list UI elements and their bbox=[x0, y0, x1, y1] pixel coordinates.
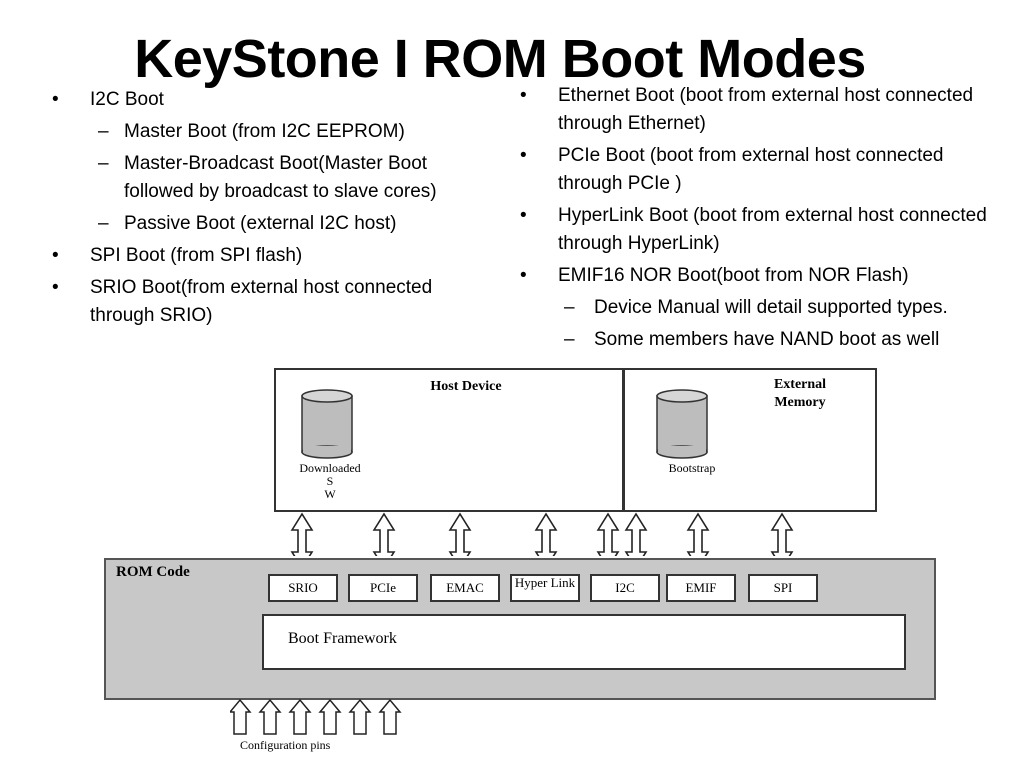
sub-bullet-passive-boot: Passive Boot (external I2C host) bbox=[52, 210, 492, 238]
host-device-label: Host Device bbox=[430, 379, 502, 394]
srio-arrow-icon bbox=[291, 513, 313, 556]
bullet-srio-boot: SRIO Boot(from external host connected t… bbox=[52, 274, 492, 330]
bullet-hyperlink-boot: HyperLink Boot (boot from external host … bbox=[520, 202, 1010, 258]
iface-emac: EMAC bbox=[430, 574, 500, 602]
configuration-pin-arrows bbox=[230, 698, 402, 735]
boot-framework-box: Boot Framework bbox=[262, 614, 906, 670]
configuration-pins-label: Configuration pins bbox=[240, 738, 331, 752]
boot-framework-label: Boot Framework bbox=[288, 630, 397, 647]
bullet-i2c-boot: I2C Boot bbox=[52, 86, 492, 114]
right-bullet-list: Ethernet Boot (boot from external host c… bbox=[520, 82, 1010, 358]
slide-title: KeyStone I ROM Boot Modes bbox=[134, 29, 866, 89]
external-memory-label: External Memory bbox=[745, 376, 855, 412]
sub-bullet-nand-boot: Some members have NAND boot as well bbox=[520, 326, 1010, 354]
external-memory-label-line1: External bbox=[773, 377, 827, 392]
bullet-emif16-boot: EMIF16 NOR Boot(boot from NOR Flash) bbox=[520, 262, 1010, 290]
iface-hyperlink: Hyper Link bbox=[510, 574, 580, 602]
iface-srio: SRIO bbox=[268, 574, 338, 602]
emif-memory-arrow-icon bbox=[687, 513, 709, 556]
sub-bullet-device-manual: Device Manual will detail supported type… bbox=[520, 294, 1010, 322]
hyperlink-arrow-icon bbox=[535, 513, 557, 556]
emac-arrow-icon bbox=[449, 513, 471, 556]
iface-spi: SPI bbox=[748, 574, 818, 602]
rom-code-label: ROM Code bbox=[116, 564, 190, 580]
spi-arrow-icon bbox=[771, 513, 793, 556]
pcie-arrow-icon bbox=[373, 513, 395, 556]
bullet-pcie-boot: PCIe Boot (boot from external host conne… bbox=[520, 142, 1010, 198]
host-device-box: Host Device Downloaded S W bbox=[274, 368, 624, 512]
downloaded-sw-label-line1: Downloaded bbox=[299, 461, 361, 475]
bullet-spi-boot: SPI Boot (from SPI flash) bbox=[52, 242, 492, 270]
iface-i2c: I2C bbox=[590, 574, 660, 602]
external-memory-label-line2: Memory bbox=[774, 395, 826, 410]
sub-bullet-master-broadcast-boot: Master-Broadcast Boot(Master Boot follow… bbox=[52, 150, 492, 206]
rom-code-block: ROM Code SRIO PCIe EMAC Hyper Link I2C E… bbox=[104, 558, 936, 700]
sub-bullet-master-boot: Master Boot (from I2C EEPROM) bbox=[52, 118, 492, 146]
bullet-ethernet-boot: Ethernet Boot (boot from external host c… bbox=[520, 82, 1010, 138]
boot-diagram: Host Device Downloaded S W External Memo… bbox=[0, 360, 1024, 768]
downloaded-sw-label-line2: S bbox=[326, 474, 334, 488]
iface-emif: EMIF bbox=[666, 574, 736, 602]
iface-pcie: PCIe bbox=[348, 574, 418, 602]
downloaded-sw-label-line3: W bbox=[324, 487, 336, 501]
downloaded-sw-cylinder-icon bbox=[301, 389, 353, 459]
bootstrap-cylinder-icon bbox=[656, 389, 708, 459]
link-arrows bbox=[291, 513, 793, 556]
bootstrap-label: Bootstrap bbox=[668, 461, 716, 475]
external-memory-box: External Memory Bootstrap bbox=[623, 368, 877, 512]
i2c-arrow-icon bbox=[597, 513, 619, 556]
downloaded-sw-label: Downloaded S W bbox=[288, 462, 372, 501]
left-bullet-list: I2C Boot Master Boot (from I2C EEPROM) M… bbox=[52, 86, 492, 334]
emif-arrow-icon bbox=[625, 513, 647, 556]
